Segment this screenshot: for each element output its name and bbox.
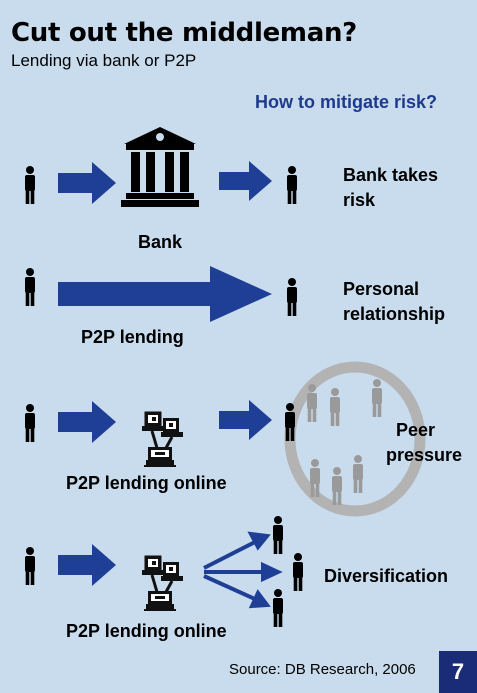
person-icon xyxy=(25,404,35,442)
source-note: Source: DB Research, 2006 xyxy=(229,661,416,678)
person-icon xyxy=(287,166,297,204)
page-number-badge: 7 xyxy=(439,651,477,693)
person-icon xyxy=(25,166,35,204)
question-heading: How to mitigate risk? xyxy=(255,92,438,112)
channel-label-online-1: P2P lending online xyxy=(66,473,227,493)
arrow-to-platform xyxy=(58,544,116,586)
channel-label-bank: Bank xyxy=(138,232,183,252)
arrow-from-platform xyxy=(219,400,272,440)
outcome-label-bank: Bank takes risk xyxy=(343,165,439,210)
row-bank xyxy=(25,127,297,207)
computer-network-icon xyxy=(140,410,185,468)
bank-building-icon xyxy=(121,127,199,207)
person-icon xyxy=(25,268,35,306)
row-p2p xyxy=(25,266,297,322)
peer-group xyxy=(307,379,382,505)
peer-circle-icon xyxy=(284,361,426,517)
outcome-label-peer: Peer pressure xyxy=(386,420,463,465)
channel-label-online-2: P2P lending online xyxy=(66,621,227,641)
person-icon xyxy=(25,547,35,585)
arrow-to-bank xyxy=(58,162,116,204)
computer-network-icon xyxy=(140,554,185,612)
split-arrows xyxy=(203,531,283,609)
arrow-to-platform xyxy=(58,401,116,443)
arrow-direct xyxy=(58,266,272,322)
row-diversification xyxy=(25,516,303,627)
page-subtitle: Lending via bank or P2P xyxy=(11,51,197,70)
channel-label-p2p: P2P lending xyxy=(81,327,184,347)
outcome-label-diversification: Diversification xyxy=(324,566,449,586)
arrow-from-bank xyxy=(219,161,272,201)
person-icon xyxy=(287,278,297,316)
page-title: Cut out the middleman? xyxy=(11,18,357,48)
row-peer-pressure xyxy=(25,361,426,517)
outcome-label-p2p: Personal relationship xyxy=(343,279,446,324)
